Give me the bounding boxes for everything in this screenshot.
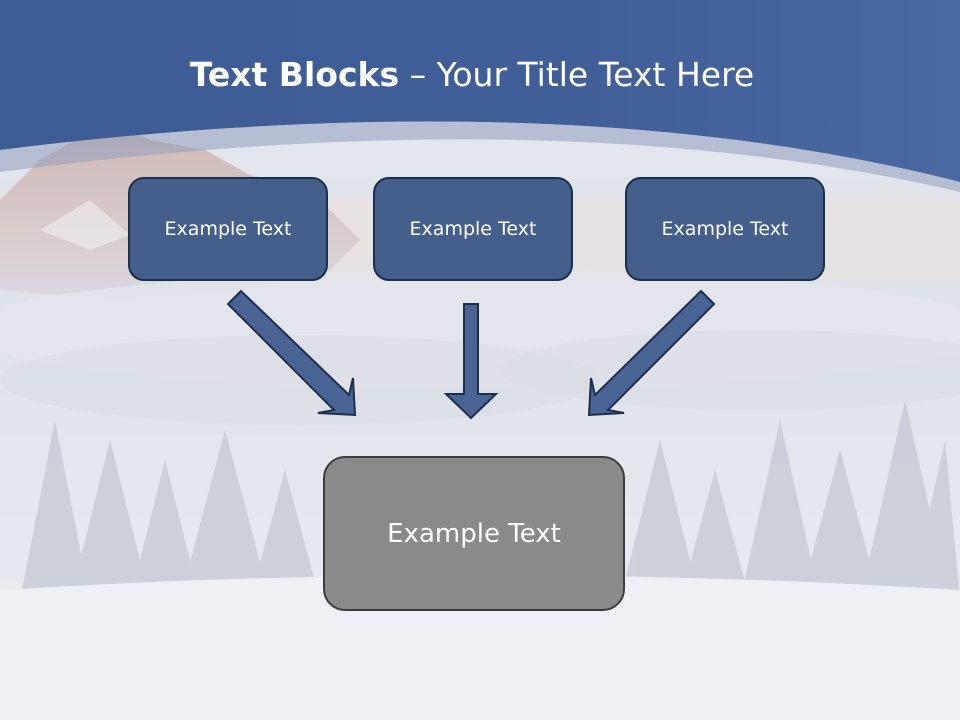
title-separator: – xyxy=(399,55,437,94)
center-text-block[interactable]: Example Text xyxy=(323,456,625,611)
title-rest: Your Title Text Here xyxy=(436,55,755,94)
arrow-left-icon xyxy=(226,289,357,417)
text-block-right-label: Example Text xyxy=(661,218,789,240)
text-block-left[interactable]: Example Text xyxy=(128,177,328,281)
page-title: Text Blocks – Your Title Text Here xyxy=(0,54,944,96)
arrow-right-icon xyxy=(587,289,716,417)
text-block-left-label: Example Text xyxy=(164,218,292,240)
text-block-right[interactable]: Example Text xyxy=(625,177,825,281)
text-block-middle-label: Example Text xyxy=(409,218,537,240)
arrow-down-icon xyxy=(443,303,499,420)
center-text-block-label: Example Text xyxy=(387,518,561,549)
title-bold: Text Blocks xyxy=(189,55,400,94)
text-block-middle[interactable]: Example Text xyxy=(373,177,573,281)
